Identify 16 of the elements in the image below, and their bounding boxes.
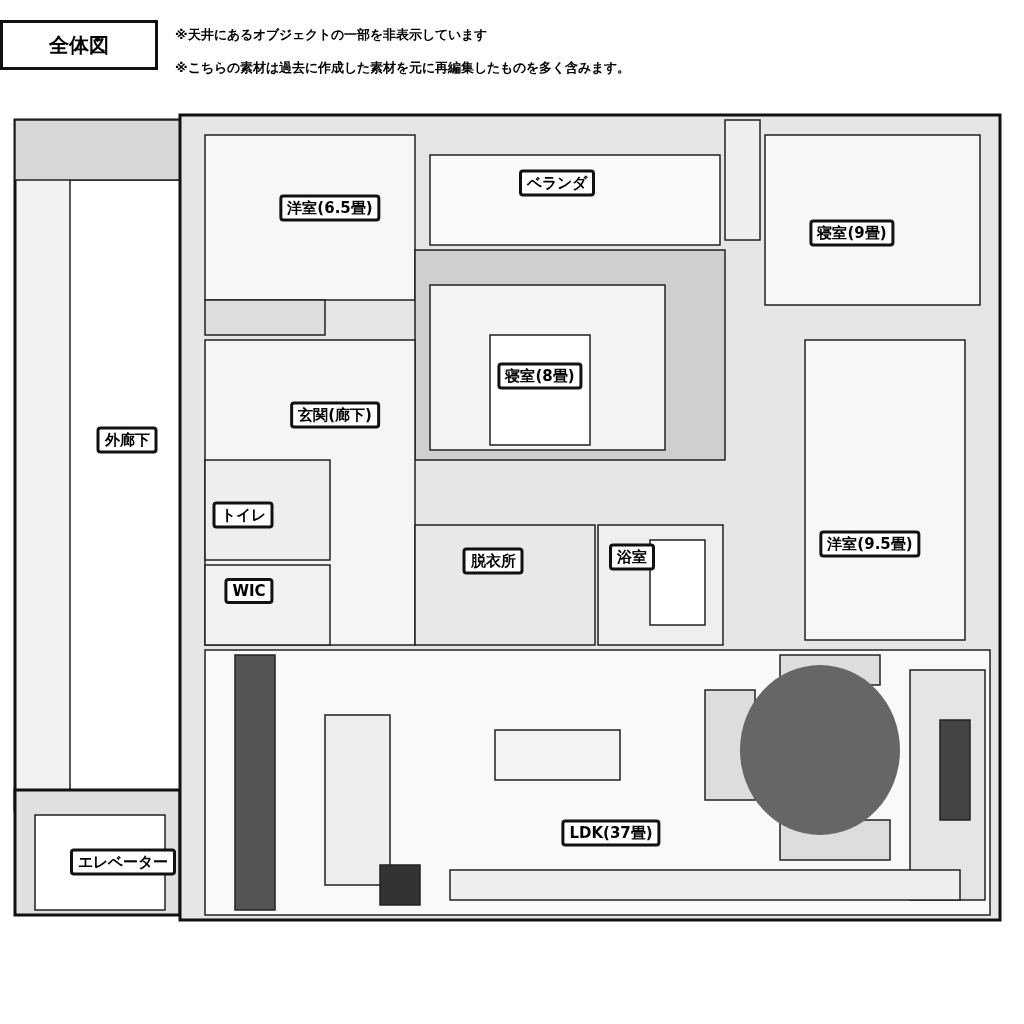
- room-label: 浴室: [609, 543, 655, 571]
- note-text: ※こちらの素材は過去に作成した素材を元に再編集したものを多く含みます。: [175, 59, 630, 77]
- room-label: トイレ: [212, 501, 274, 529]
- room-label: 寝室(8畳): [497, 362, 583, 390]
- title: 全体図: [0, 20, 158, 70]
- room-label: エレベーター: [70, 848, 176, 876]
- room-label: 玄関(廊下): [290, 401, 380, 429]
- room-label: 寝室(9畳): [809, 219, 895, 247]
- room-label: 洋室(9.5畳): [819, 530, 921, 558]
- room-label: 外廊下: [96, 426, 158, 454]
- room-label: 洋室(6.5畳): [279, 194, 381, 222]
- room-label: ベランダ: [519, 169, 595, 197]
- room-label: WIC: [224, 578, 274, 604]
- note-text: ※天井にあるオブジェクトの一部を非表示しています: [175, 26, 487, 44]
- room-label: 脱衣所: [462, 547, 524, 575]
- room-label: LDK(37畳): [561, 819, 661, 847]
